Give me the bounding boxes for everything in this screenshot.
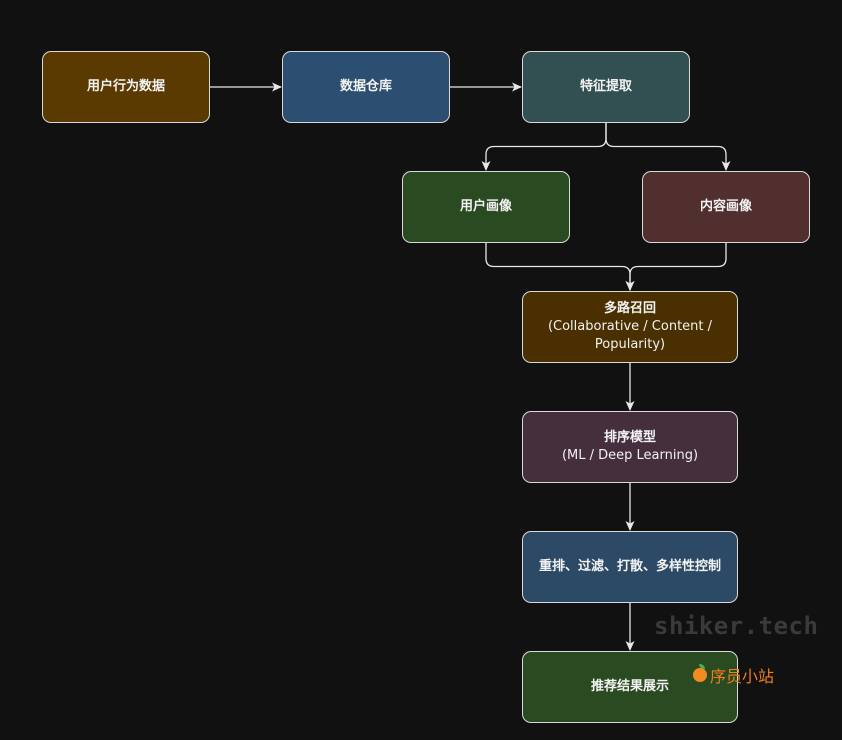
node-content-profile[interactable]: 内容画像 (642, 171, 810, 243)
node-title: 重排、过滤、打散、多样性控制 (538, 559, 721, 574)
node-user-behavior-data[interactable]: 用户行为数据 (42, 51, 210, 123)
edge-feature-extraction-to-content-profile (605, 123, 731, 171)
edge-content-profile-to-multi-recall (625, 243, 727, 291)
node-feature-extraction[interactable]: 特征提取 (522, 51, 690, 123)
node-ranking-model[interactable]: 排序模型 (ML / Deep Learning) (522, 411, 738, 483)
node-title: 多路召回 (603, 301, 656, 316)
node-title: 用户行为数据 (86, 79, 165, 94)
node-rerank-filter-diversity[interactable]: 重排、过滤、打散、多样性控制 (522, 531, 738, 603)
node-subtitle: (Collaborative / Content / Popularity) (547, 319, 713, 352)
site-watermark: shiker.tech (654, 612, 819, 640)
node-title: 排序模型 (603, 430, 656, 445)
brand-watermark: 序员小站 (693, 663, 774, 687)
edge-user-profile-to-multi-recall (485, 243, 635, 291)
node-data-warehouse[interactable]: 数据仓库 (282, 51, 450, 123)
node-multi-recall[interactable]: 多路召回 (Collaborative / Content / Populari… (522, 291, 738, 363)
node-subtitle: (ML / Deep Learning) (561, 448, 699, 463)
node-title: 用户画像 (459, 199, 512, 214)
node-title: 内容画像 (699, 199, 752, 214)
edge-feature-extraction-to-user-profile (481, 123, 607, 171)
node-title: 数据仓库 (339, 79, 392, 94)
node-title: 推荐结果展示 (590, 679, 669, 694)
node-title: 特征提取 (579, 79, 632, 94)
node-result-display[interactable]: 推荐结果展示 (522, 651, 738, 723)
brand-label: 序员小站 (710, 667, 775, 686)
node-user-profile[interactable]: 用户画像 (402, 171, 570, 243)
orange-icon (693, 664, 707, 682)
